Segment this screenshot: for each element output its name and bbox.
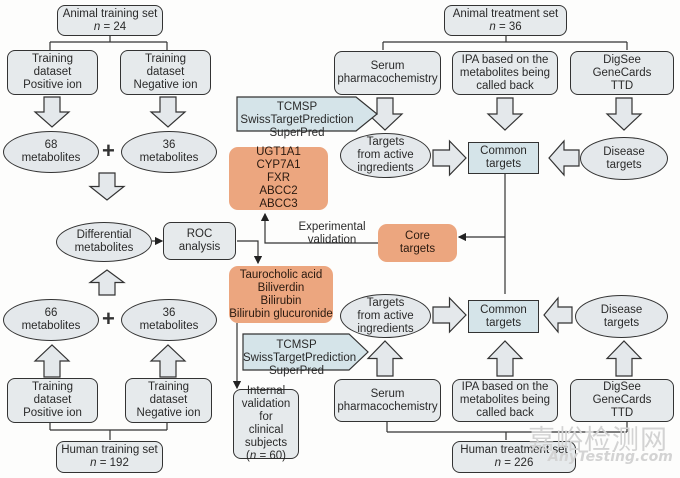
plus-sign-human: + [102, 306, 115, 331]
animal-training-set: Animal training set n = 24 [57, 5, 163, 36]
arrow-core-to-genes [260, 212, 378, 244]
connector-human-treatment [386, 422, 628, 440]
connector-animal-training [49, 35, 168, 50]
connector-animal-treatment [382, 35, 628, 50]
block-arrow-ipa-top-down [486, 97, 524, 131]
human-training-set: Human training set n = 192 [56, 441, 163, 473]
block-arrow-ipa-bottom-up [486, 340, 524, 377]
block-arrow-active-to-common-bottom [432, 296, 467, 334]
database-list-top: TCMSP SwissTargetPrediction SuperPred [240, 101, 354, 139]
block-arrow-merge-down [88, 172, 126, 201]
common-targets-top: Common targets [468, 142, 539, 174]
animal-training-negative-ion: Training dataset Negative ion [120, 50, 211, 95]
ipa-top: IPA based on the metabolites being calle… [452, 51, 558, 95]
block-arrow-disease-to-common-bottom [543, 296, 573, 334]
gene-targets-box: UGT1A1 CYP7A1 FXR ABCC2 ABCC3 [229, 146, 328, 210]
serum-pharmacochemistry-top: Serum pharmacochemistry [334, 51, 441, 95]
block-arrow-human-up-to-diff [88, 269, 126, 296]
common-targets-bottom: Common targets [468, 300, 539, 333]
digsee-genecards-ttd-top: DigSee GeneCards TTD [570, 51, 674, 95]
internal-validation: Internal validation for clinical subject… [233, 385, 299, 462]
differential-metabolites: Differential metabolites [56, 222, 152, 262]
disease-targets-top: Disease targets [580, 137, 668, 180]
arrow-roc-to-metab [237, 240, 263, 265]
experimental-validation-label: Experimental validation [298, 221, 366, 246]
human-metabolites-66: 66 metabolites [3, 299, 99, 341]
block-arrow-human-neg-up [149, 344, 187, 378]
block-arrow-active-to-common-top [432, 139, 467, 177]
block-arrow-disease-to-common-top [548, 139, 580, 177]
database-pentagon-bottom [242, 333, 369, 371]
database-pentagon-top [236, 96, 378, 132]
ipa-bottom: IPA based on the metabolites being calle… [452, 379, 558, 422]
block-arrow-animal-pos-down [33, 96, 71, 128]
block-arrow-digsee-bottom-up [605, 340, 643, 377]
animal-metabolites-68: 68 metabolites [3, 131, 99, 173]
animal-training-positive-ion: Training dataset Positive ion [7, 50, 98, 95]
human-training-positive-ion: Training dataset Positive ion [7, 378, 98, 423]
human-training-negative-ion: Training dataset Negative ion [125, 378, 212, 423]
human-treatment-set: Human treatment set n = 226 [452, 441, 576, 473]
serum-pharmacochemistry-bottom: Serum pharmacochemistry [334, 379, 441, 422]
digsee-genecards-ttd-bottom: DigSee GeneCards TTD [570, 379, 674, 422]
database-list-bottom: TCMSP SwissTargetPrediction SuperPred [243, 339, 357, 377]
animal-metabolites-36: 36 metabolites [121, 131, 217, 173]
connector-human-training [49, 422, 168, 440]
targets-active-ingredients-top: Targets from active ingredients [340, 133, 431, 178]
block-arrow-animal-neg-down [149, 96, 187, 128]
block-arrow-digsee-top-down [605, 97, 643, 131]
block-arrow-human-pos-up [33, 344, 71, 378]
plus-sign-animal: + [102, 138, 115, 163]
disease-targets-bottom: Disease targets [575, 295, 668, 338]
core-targets: Core targets [378, 224, 457, 262]
animal-treatment-set: Animal treatment set n = 36 [444, 5, 567, 36]
block-arrow-serum-bottom-up [366, 340, 404, 377]
targets-active-ingredients-bottom: Targets from active ingredients [340, 294, 431, 338]
watermark-cn: 嘉峪检测网 [528, 425, 668, 456]
roc-analysis: ROC analysis [163, 222, 236, 260]
metabolite-biomarkers-box: Taurocholic acid Biliverdin Bilirubin Bi… [229, 266, 333, 323]
watermark-en: AnyTesting.com [548, 449, 673, 465]
human-metabolites-36: 36 metabolites [121, 299, 217, 341]
